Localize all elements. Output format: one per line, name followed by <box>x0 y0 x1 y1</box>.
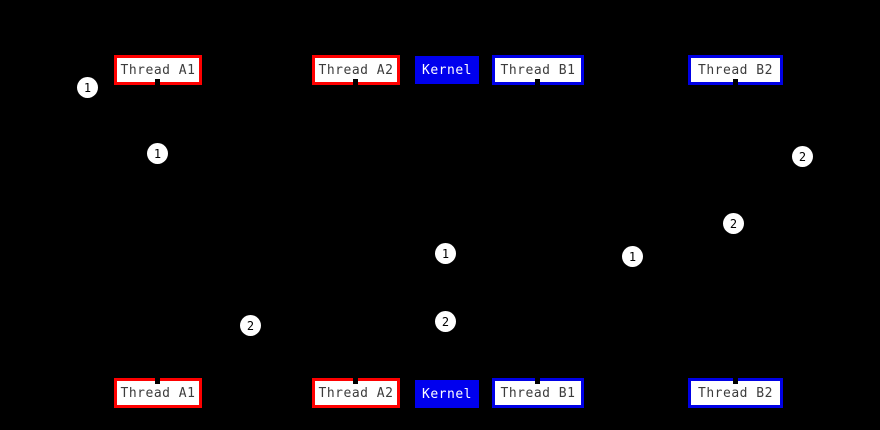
actor-box-thread-b2-bottom: Thread B2 <box>688 378 783 408</box>
actor-box-kernel-bottom: Kernel <box>415 380 479 408</box>
lifeline-stub <box>155 378 160 384</box>
lifeline-stub <box>535 378 540 384</box>
actor-box-thread-b1-top: Thread B1 <box>492 55 584 85</box>
actor-label-thread-a1-top: Thread A1 <box>120 62 196 78</box>
actor-box-thread-a1-top: Thread A1 <box>114 55 202 85</box>
actor-label-thread-b1-bottom: Thread B1 <box>500 385 576 401</box>
actor-box-thread-a1-bottom: Thread A1 <box>114 378 202 408</box>
sequence-marker-2: 2 <box>240 315 261 336</box>
sequence-marker-2: 2 <box>435 311 456 332</box>
actor-label-kernel-top: Kernel <box>422 62 472 78</box>
lifeline-stub <box>535 79 540 85</box>
actor-label-thread-a2-bottom: Thread A2 <box>318 385 394 401</box>
lifeline-stub <box>732 79 738 85</box>
actor-label-kernel-bottom: Kernel <box>422 386 472 402</box>
actor-label-thread-b2-bottom: Thread B2 <box>698 385 773 401</box>
sequence-marker-2: 2 <box>792 146 813 167</box>
lifeline-stub <box>353 79 358 85</box>
lifeline-stub <box>353 378 358 384</box>
actor-box-thread-a2-bottom: Thread A2 <box>312 378 400 408</box>
sequence-marker-1: 1 <box>435 243 456 264</box>
actor-box-thread-a2-top: Thread A2 <box>312 55 400 85</box>
lifeline-stub <box>732 378 738 384</box>
actor-label-thread-b2-top: Thread B2 <box>698 62 773 78</box>
sequence-marker-2: 2 <box>723 213 744 234</box>
actor-box-thread-b1-bottom: Thread B1 <box>492 378 584 408</box>
sequence-marker-1: 1 <box>622 246 643 267</box>
actor-label-thread-a2-top: Thread A2 <box>318 62 394 78</box>
sequence-marker-1: 1 <box>147 143 168 164</box>
actor-box-thread-b2-top: Thread B2 <box>688 55 783 85</box>
actor-label-thread-b1-top: Thread B1 <box>500 62 576 78</box>
actor-label-thread-a1-bottom: Thread A1 <box>120 385 196 401</box>
lifeline-stub <box>155 79 160 85</box>
sequence-marker-1: 1 <box>77 77 98 98</box>
actor-box-kernel-top: Kernel <box>415 56 479 84</box>
